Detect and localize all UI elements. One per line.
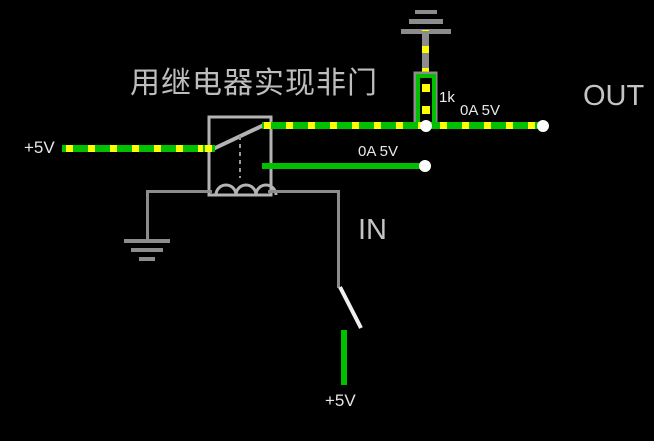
- label-out: OUT: [583, 80, 645, 112]
- ground-bottom-icon: [124, 239, 170, 261]
- relay-contact-common: [203, 145, 215, 152]
- label-in: IN: [358, 214, 387, 246]
- switch-input[interactable]: [338, 286, 363, 329]
- terminal-out-node[interactable]: [537, 120, 549, 132]
- terminal-nc-node[interactable]: [419, 160, 431, 172]
- wire-coil-loop[interactable]: [146, 190, 340, 288]
- relay-contact-nc: [262, 122, 274, 129]
- readout-out: 0A 5V: [460, 102, 501, 119]
- label-supply-left: +5V: [24, 138, 55, 157]
- relay-coil: [214, 183, 278, 196]
- switch-blade[interactable]: [338, 286, 363, 329]
- page-title: 用继电器实现非门: [130, 67, 378, 100]
- resistor-1k[interactable]: [413, 71, 438, 127]
- wire-supply-left[interactable]: [62, 145, 210, 152]
- wire-out-rail[interactable]: [268, 122, 543, 129]
- wire-vcc-to-resistor[interactable]: [422, 30, 429, 78]
- label-supply-bottom: +5V: [325, 391, 356, 410]
- readout-nc: 0A 5V: [358, 143, 399, 160]
- wire-no-contact[interactable]: [262, 163, 424, 169]
- relay-spdt[interactable]: [207, 115, 278, 197]
- junction-node-out[interactable]: [420, 120, 432, 132]
- wire-supply-bottom[interactable]: [341, 330, 347, 385]
- label-resistor-value: 1k: [439, 89, 455, 106]
